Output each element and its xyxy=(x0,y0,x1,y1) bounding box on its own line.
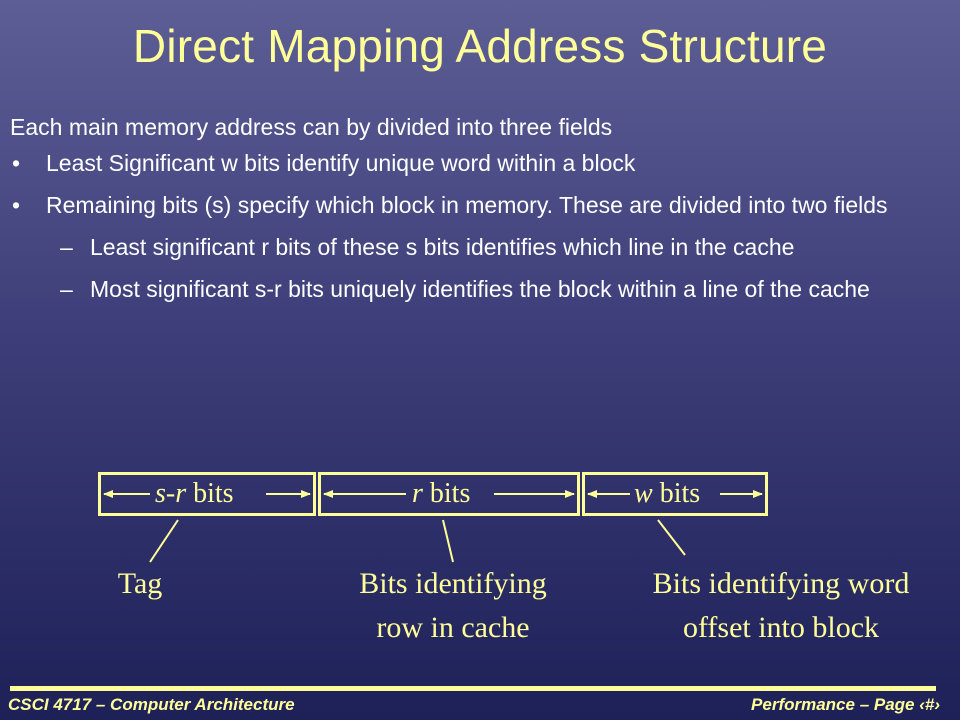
tag-field-label: s-r bits xyxy=(155,474,234,514)
footer-course: CSCI 4717 – Computer Architecture xyxy=(8,695,295,714)
tag-pointer-line xyxy=(149,519,179,563)
row-pointer-line xyxy=(442,519,454,563)
row-caption: Bits identifying row in cache xyxy=(322,562,584,650)
bullet-item: • Remaining bits (s) specify which block… xyxy=(10,190,940,220)
tag-field-var: s-r xyxy=(155,478,187,509)
line-field-var: r xyxy=(412,478,423,509)
bullet-item: • Least Significant w bits identify uniq… xyxy=(10,148,940,178)
sub-bullet-text: Least significant r bits of these s bits… xyxy=(90,234,795,260)
slide-title: Direct Mapping Address Structure xyxy=(132,20,828,72)
sub-bullet-text: Most significant s-r bits uniquely ident… xyxy=(90,276,870,302)
slide-body: Each main memory address can by divided … xyxy=(10,112,940,316)
word-field-unit: bits xyxy=(659,478,701,509)
sub-bullet-marker: – xyxy=(60,276,73,302)
footer-page: Performance – Page ‹#› xyxy=(751,695,940,714)
row-caption-line1: Bits identifying xyxy=(359,567,547,600)
offset-pointer-line xyxy=(657,519,686,556)
sub-bullet-marker: – xyxy=(60,234,73,260)
footer-divider xyxy=(10,686,936,691)
tag-caption: Tag xyxy=(92,562,188,606)
line-field-unit: bits xyxy=(429,478,471,509)
line-field-label: r bits xyxy=(412,474,470,514)
word-field-label: w bits xyxy=(634,474,700,514)
bullet-marker: • xyxy=(12,192,21,218)
bullet-text: Remaining bits (s) specify which block i… xyxy=(46,192,888,218)
word-field-box xyxy=(582,472,768,516)
line-field-box xyxy=(318,472,580,516)
intro-text: Each main memory address can by divided … xyxy=(10,114,613,140)
bullet-text: Least Significant w bits identify unique… xyxy=(46,150,636,176)
word-field-var: w xyxy=(634,478,653,509)
sub-bullet-item: – Least significant r bits of these s bi… xyxy=(10,232,940,262)
tag-field-unit: bits xyxy=(193,478,234,509)
offset-caption-line2: offset into block xyxy=(682,611,880,644)
sub-bullet-item: – Most significant s-r bits uniquely ide… xyxy=(10,274,940,304)
offset-caption: Bits identifying word offset into block xyxy=(612,562,950,650)
bullet-marker: • xyxy=(12,150,21,176)
tag-field-box xyxy=(98,472,316,516)
tag-caption-text: Tag xyxy=(117,567,163,600)
row-caption-line2: row in cache xyxy=(376,611,530,644)
offset-caption-line1: Bits identifying word xyxy=(652,567,910,600)
